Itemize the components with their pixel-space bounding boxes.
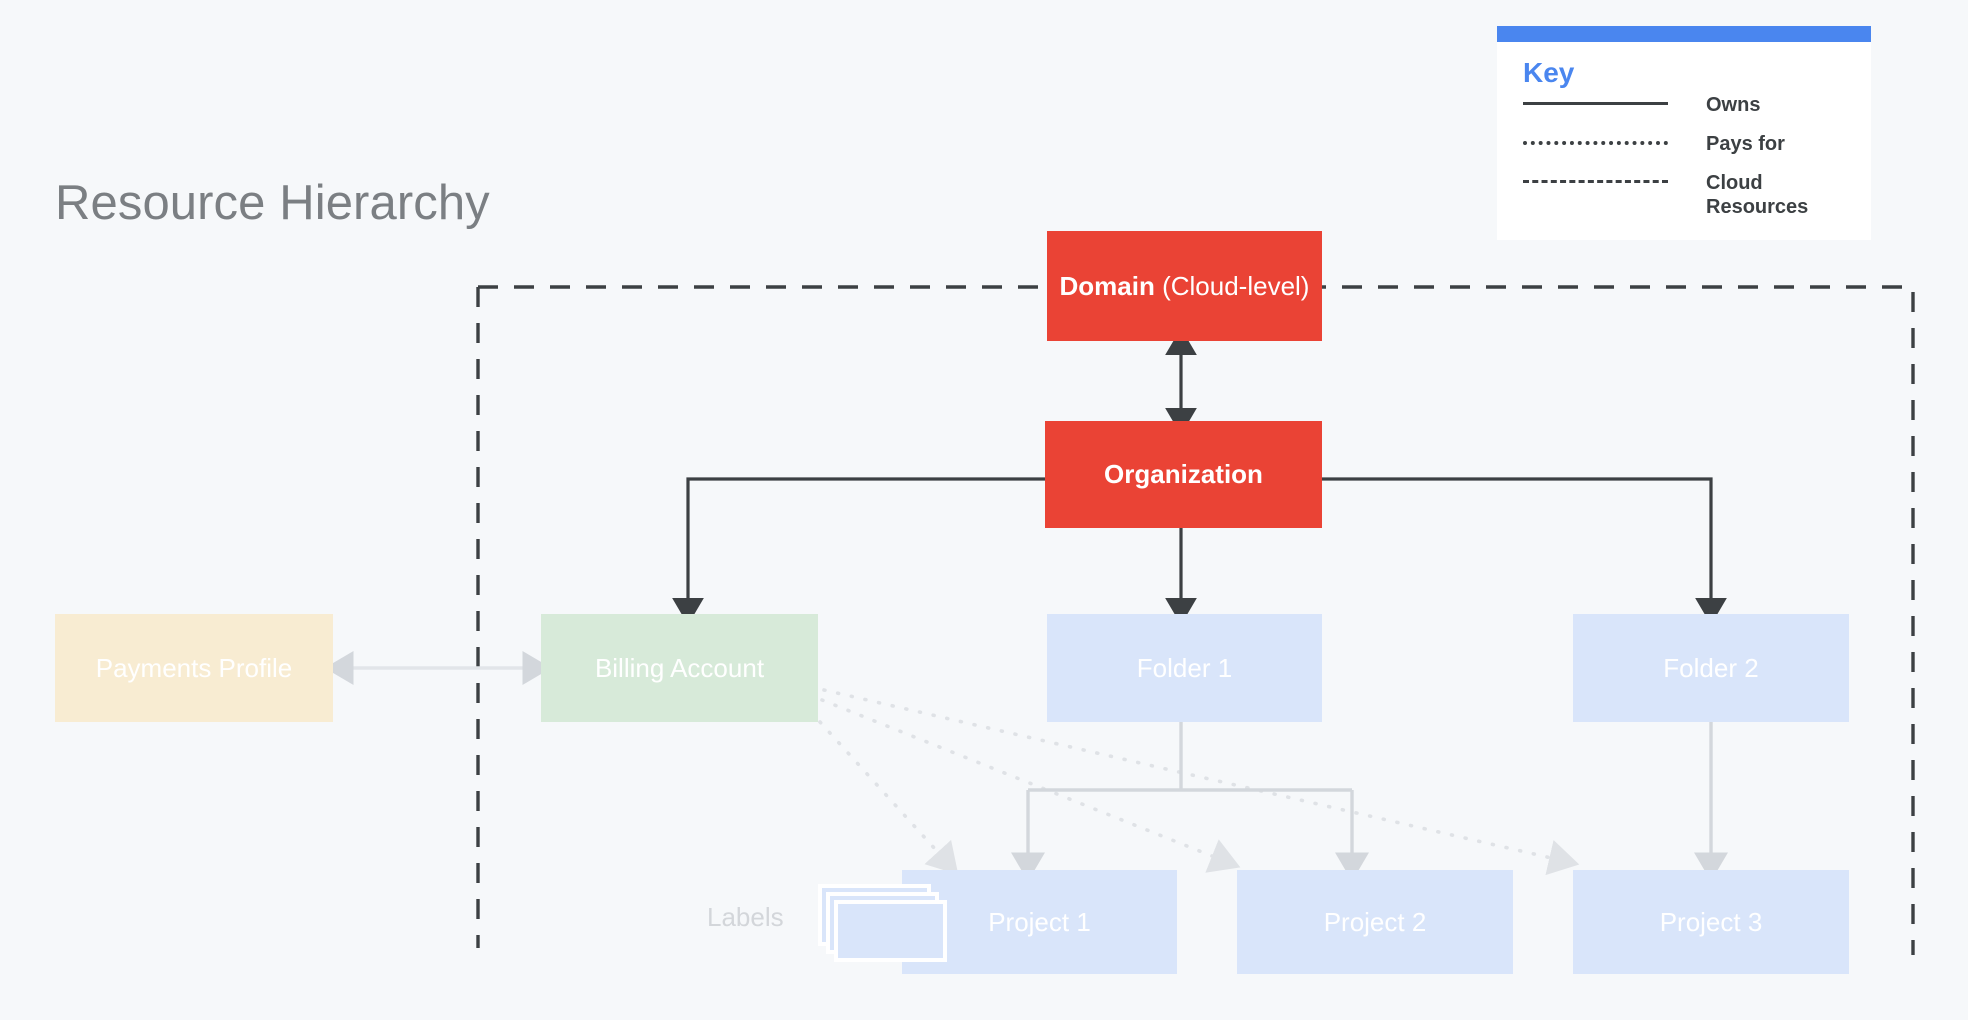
node-folder-1-label: Folder 1 xyxy=(1136,652,1233,683)
node-project-3[interactable]: Project 3 xyxy=(1573,870,1849,974)
legend-label-owns: Owns xyxy=(1706,93,1761,116)
legend-dotted-line-icon xyxy=(1523,132,1668,152)
labels-caption: Labels xyxy=(707,902,784,932)
edge-folder1-projects xyxy=(1011,722,1369,882)
node-billing-account-label: Billing Account xyxy=(594,652,765,683)
label-card-front[interactable] xyxy=(834,900,947,962)
node-organization[interactable]: Organization xyxy=(1045,421,1322,528)
legend-dashed-line-icon xyxy=(1523,171,1668,191)
node-payments-profile-label: Payments Profile xyxy=(95,652,293,683)
legend-row-cloud-resources: Cloud Resources xyxy=(1523,171,1849,220)
node-project-1-label: Project 1 xyxy=(988,906,1091,937)
node-project-2-label: Project 2 xyxy=(1323,906,1427,937)
node-payments-profile[interactable]: Payments Profile xyxy=(55,614,333,722)
page-title: Resource Hierarchy xyxy=(55,176,490,230)
node-project-3-label: Project 3 xyxy=(1659,906,1763,937)
node-domain[interactable]: Domain (Cloud-level) xyxy=(1047,231,1322,341)
legend-label-pays-for: Pays for xyxy=(1706,132,1785,155)
node-project-1[interactable]: Project 1 xyxy=(902,870,1177,974)
node-project-2[interactable]: Project 2 xyxy=(1237,870,1513,974)
legend-panel: Key Owns Pays for Cloud Resources xyxy=(1497,26,1871,240)
legend-accent-bar xyxy=(1497,26,1871,42)
legend-title: Key xyxy=(1523,57,1575,88)
node-billing-account[interactable]: Billing Account xyxy=(541,614,818,722)
node-folder-2-label: Folder 2 xyxy=(1663,652,1759,683)
legend-label-cloud-resources: Cloud Resources xyxy=(1706,171,1809,219)
node-domain-label-rest: (Cloud-level) xyxy=(1154,270,1310,301)
node-folder-1[interactable]: Folder 1 xyxy=(1047,614,1322,722)
node-domain-label-bold: Domain xyxy=(1059,270,1155,301)
edge-billing-project2 xyxy=(820,698,1241,873)
edge-organization-folder2 xyxy=(1322,477,1727,625)
edge-billing-project1 xyxy=(818,720,959,875)
node-folder-2[interactable]: Folder 2 xyxy=(1573,614,1849,722)
legend-solid-line-icon xyxy=(1523,93,1668,113)
edge-organization-billing-account xyxy=(672,477,1047,625)
legend-row-pays-for: Pays for xyxy=(1523,132,1849,158)
legend-row-owns: Owns xyxy=(1523,93,1849,119)
node-organization-label: Organization xyxy=(1104,459,1263,490)
